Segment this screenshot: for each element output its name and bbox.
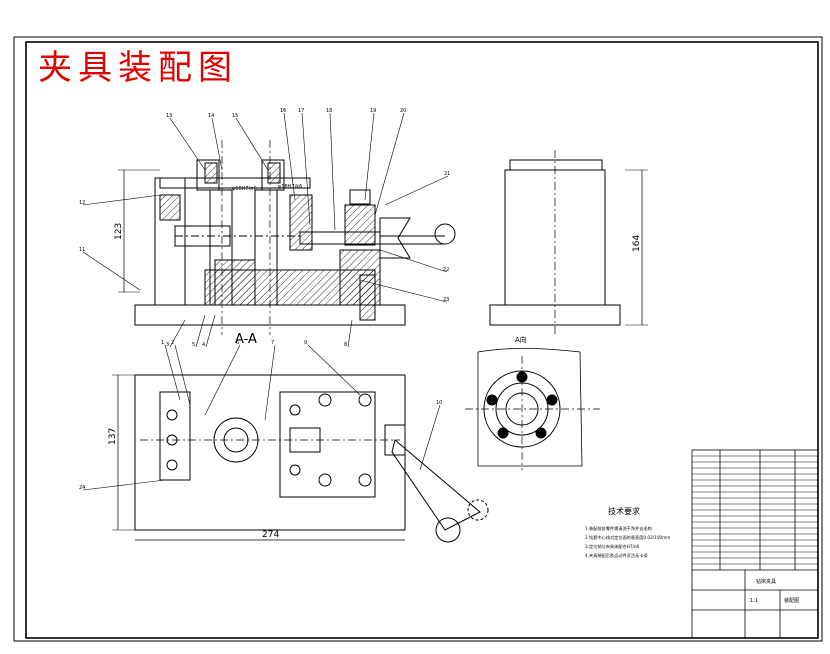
- balloon-front-20: 20: [400, 108, 406, 114]
- fit-2: φ18H7/k6: [278, 184, 302, 190]
- title-block: [691, 449, 819, 639]
- outer-border: [13, 36, 823, 642]
- leader-line: [301, 112, 311, 226]
- dim-plan-depth: 137: [108, 428, 118, 445]
- balloon-plan-6: 6: [236, 340, 239, 346]
- leader-line: [359, 279, 448, 303]
- tech-req-item-3: 3.定位销与夹具体配合H7/n6: [585, 543, 640, 550]
- dim-plan-width: 274: [262, 530, 279, 540]
- balloon-front-18: 18: [326, 108, 332, 114]
- balloon-front-3: 3: [166, 342, 169, 348]
- balloon-plan-7: 7: [271, 340, 274, 346]
- tech-req-item-4: 4.夹具装配后各运动件灵活无卡滞: [585, 552, 648, 559]
- parts-list-rows: [692, 455, 818, 565]
- side-view: [489, 150, 648, 335]
- leader-line: [195, 314, 206, 348]
- leader-line: [205, 314, 216, 348]
- balloon-plan-10: 10: [436, 400, 442, 406]
- tech-req-item-1: 1.装配前各零件需清洗干净并去毛刺: [585, 525, 652, 532]
- drawing-title: 夹具装配图: [38, 48, 238, 88]
- leader-line: [164, 344, 181, 401]
- leader-line: [82, 194, 161, 206]
- leader-line: [264, 344, 276, 421]
- balloon-front-8: 8: [344, 342, 347, 348]
- leader-line: [211, 117, 223, 171]
- balloon-front-12: 12: [79, 200, 85, 206]
- balloon-front-13: 13: [166, 113, 172, 119]
- leader-line: [419, 404, 441, 471]
- balloon-front-16: 16: [280, 108, 286, 114]
- tech-req-item-2: 2.钻套中心线对定位面的垂直度0.02/100mm: [585, 534, 670, 541]
- leader-line: [379, 249, 448, 273]
- balloon-front-14: 14: [208, 113, 214, 119]
- leader-line: [169, 319, 186, 348]
- leader-line: [169, 117, 206, 171]
- balloon-plan-1: 1: [161, 340, 164, 346]
- balloon-plan-24: 24: [79, 485, 85, 491]
- balloon-front-19: 19: [370, 108, 376, 114]
- balloon-front-5: 5: [192, 342, 195, 348]
- balloon-front-15: 15: [232, 113, 238, 119]
- fit-1: φ10H7/n6: [232, 186, 257, 192]
- plan-view: [112, 374, 489, 543]
- balloon-front-4: 4: [202, 342, 205, 348]
- balloon-front-23: 23: [443, 297, 449, 303]
- section-label: A-A: [235, 332, 257, 347]
- title-block-name: 钻床夹具: [756, 578, 776, 585]
- front-section-view: [118, 140, 456, 335]
- leader-line: [283, 112, 296, 201]
- leader-line: [174, 344, 191, 406]
- balloon-plan-2: 2: [171, 340, 174, 346]
- balloon-front-17: 17: [298, 108, 304, 114]
- leader-line: [374, 112, 405, 216]
- dim-side-height: 164: [632, 235, 642, 252]
- leader-line: [364, 112, 375, 201]
- title-block-drawing-no: 装配图: [784, 597, 799, 604]
- tech-req-heading: 技术要求: [608, 506, 640, 516]
- detail-view: [465, 348, 600, 470]
- leader-line: [204, 344, 241, 416]
- leader-line: [347, 319, 353, 348]
- title-block-scale: 1:1: [750, 598, 758, 604]
- leader-line: [384, 175, 449, 206]
- balloon-front-22: 22: [443, 267, 449, 273]
- view-mark: A向: [515, 335, 527, 344]
- leader-line: [82, 251, 141, 291]
- balloon-front-11: 11: [79, 247, 85, 253]
- leader-line: [82, 479, 166, 491]
- inner-border: [25, 41, 819, 639]
- leader-line: [329, 112, 336, 231]
- dim-front-height: 123: [114, 223, 124, 240]
- leader-line: [235, 117, 269, 171]
- balloon-front-21: 21: [444, 171, 450, 177]
- balloon-plan-9: 9: [304, 340, 307, 346]
- leader-line: [307, 344, 361, 396]
